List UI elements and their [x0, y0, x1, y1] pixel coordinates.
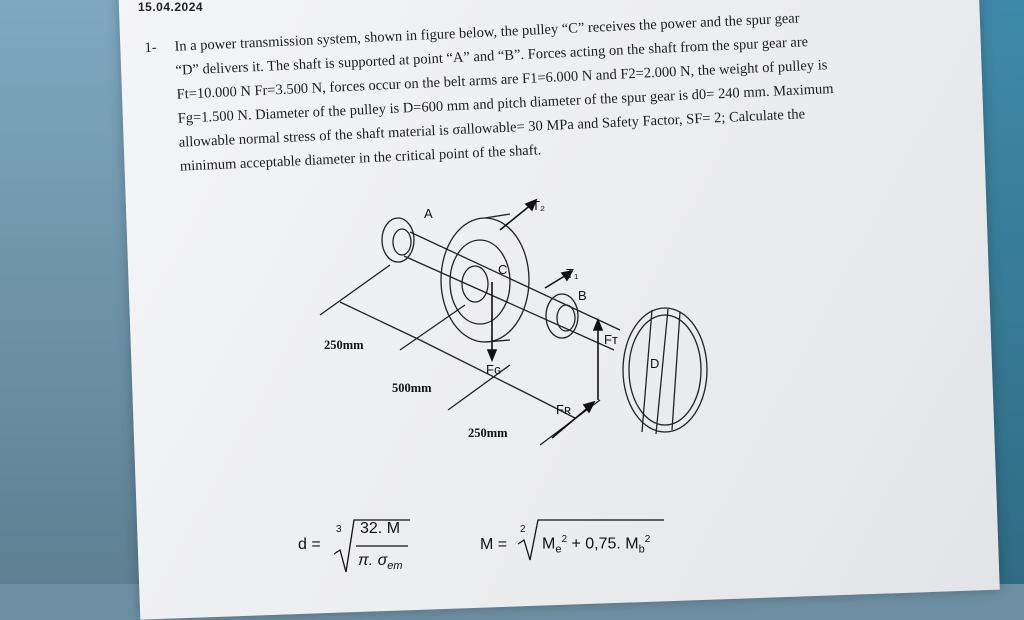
label-fr: Fʀ — [556, 402, 571, 417]
dimension-250-left: 250mm — [324, 338, 364, 352]
label-ft: Fᴛ — [604, 332, 618, 347]
formula-moment: M = 2 Me2 + 0,75. Mb2 — [480, 514, 680, 564]
label-t2: T₂ — [532, 198, 545, 213]
problem-number: 1- — [144, 39, 157, 57]
formula-m-term2-sub: b — [638, 543, 645, 556]
label-a: A — [424, 206, 433, 221]
formula-d-numerator: 32. M — [360, 520, 401, 537]
formula-m-term2-sup: 2 — [644, 534, 651, 545]
bearing-b — [545, 293, 579, 339]
background-left — [0, 0, 140, 584]
radical-sign-icon — [333, 519, 410, 573]
dimension-250-right: 250mm — [468, 426, 508, 440]
formula-diameter: d = 3 32. M π. σem — [298, 514, 418, 578]
formula-m-term1: M — [542, 535, 556, 553]
label-t1: T₁ — [566, 266, 579, 281]
gear-d — [622, 307, 708, 433]
bearing-a — [381, 217, 415, 263]
date-stamp: 15.04.2024 — [138, 0, 204, 14]
formula-d-lhs: d = — [298, 536, 321, 553]
formula-d-denominator-wrap: π. σem — [358, 552, 403, 572]
label-d: D — [650, 356, 660, 371]
label-c: C — [498, 262, 508, 277]
formula-m-body: Me2 + 0,75. Mb2 — [542, 534, 650, 556]
formula-m-term1-sup: 2 — [561, 534, 568, 545]
square-root-icon — [517, 519, 664, 561]
dimension-500: 500mm — [392, 381, 432, 395]
formula-d-denominator: π. σ — [358, 552, 388, 569]
formula-m-lhs: M = — [480, 536, 508, 553]
label-fg: Fɢ — [486, 362, 502, 377]
shaft — [403, 231, 621, 351]
formula-m-root-index: 2 — [520, 524, 526, 535]
formula-d-denominator-sub: em — [387, 560, 403, 573]
formula-m-term2: + 0,75. M — [571, 535, 639, 553]
shaft-diagram — [319, 198, 708, 446]
formula-m-term1-sub: e — [555, 543, 562, 556]
formula-d-root-index: 3 — [336, 524, 342, 535]
label-b: B — [578, 288, 587, 303]
